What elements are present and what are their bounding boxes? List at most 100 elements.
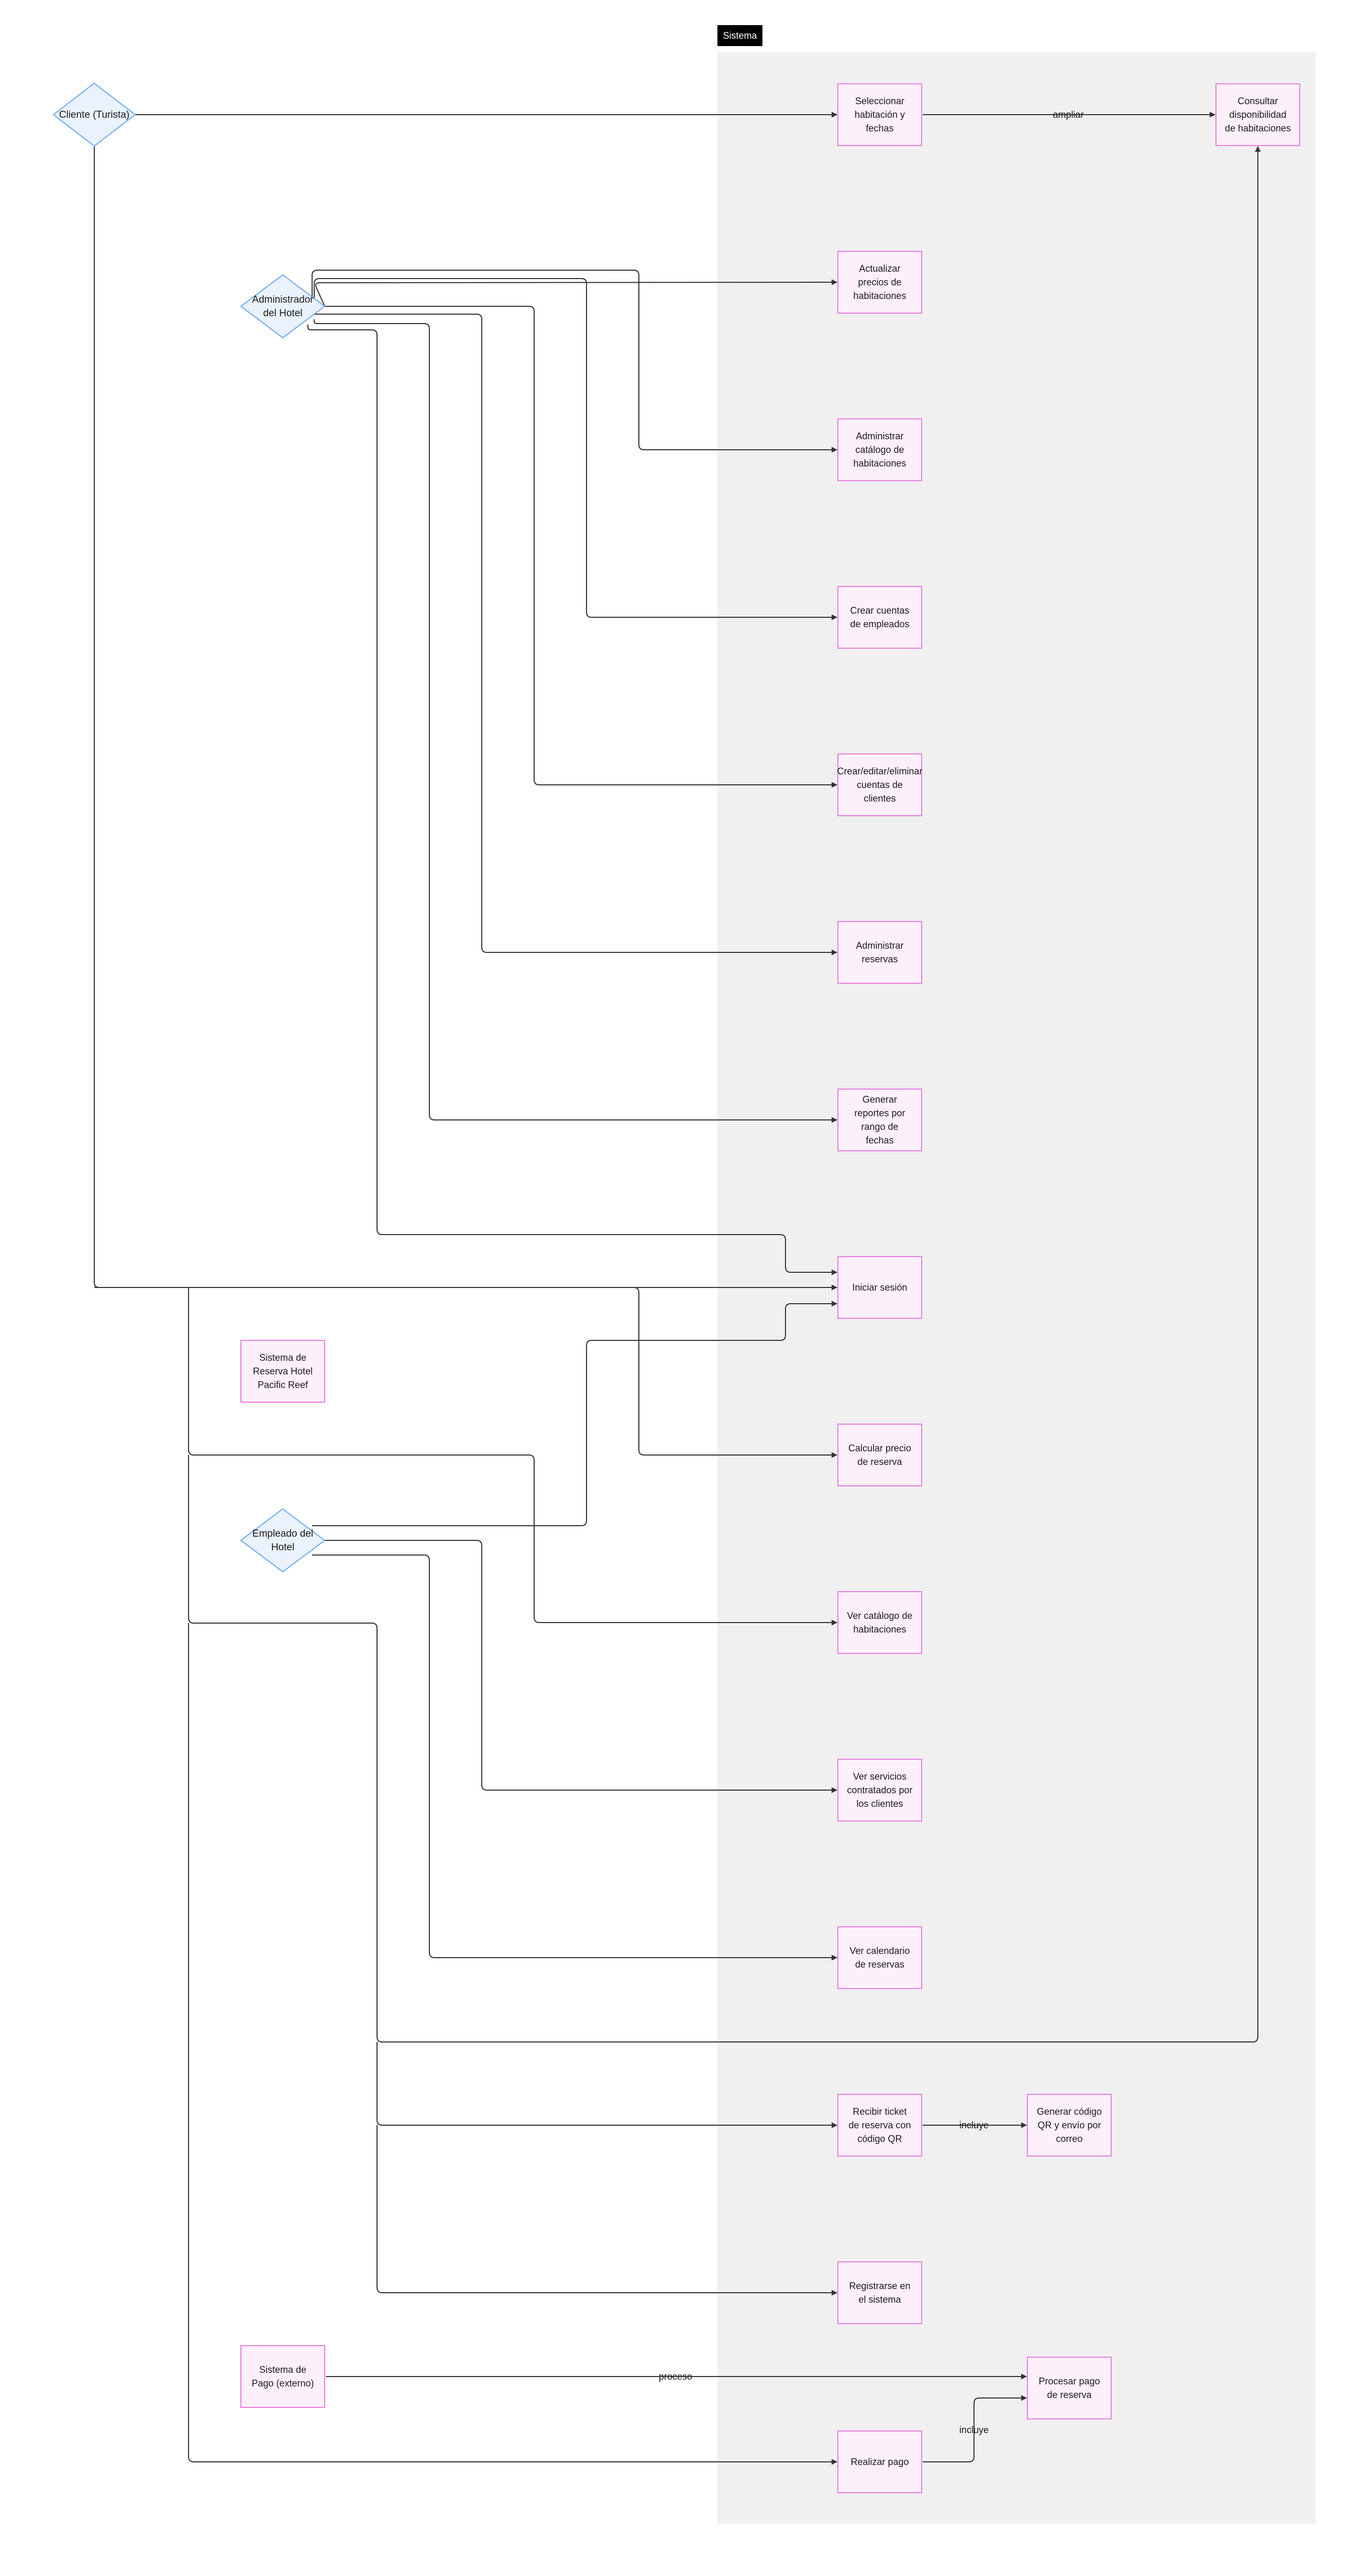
use-case-label: habitación y <box>855 109 905 120</box>
use-case-label: Procesar pago <box>1038 2376 1100 2386</box>
use-case-crear_cuentas[interactable] <box>837 586 922 649</box>
use-case-label: correo <box>1056 2134 1082 2144</box>
external-system-sis_reserva[interactable] <box>240 1340 325 1403</box>
use-case-label: Consultar <box>1237 96 1278 106</box>
edge-empleado-calendario <box>312 1555 838 1961</box>
use-case-label: de empleados <box>850 619 909 629</box>
use-case-label: habitaciones <box>853 458 906 469</box>
use-case-ticket[interactable] <box>837 2094 922 2157</box>
use-case-label: reportes por <box>854 1108 905 1118</box>
edge-admin-adm-catalogo <box>312 270 838 453</box>
use-case-label: Recibir ticket <box>853 2106 906 2117</box>
actor-label: del Hotel <box>263 308 303 319</box>
actor-label: Empleado del <box>252 1528 313 1539</box>
use-case-procesar[interactable] <box>1027 2357 1112 2419</box>
use-case-label: Administrar <box>856 431 903 441</box>
use-case-label: de reserva con <box>848 2120 911 2130</box>
actor-empleado[interactable] <box>240 1508 326 1573</box>
edge-cliente-pago <box>188 1623 838 2465</box>
use-case-label: de reserva <box>857 1457 902 1467</box>
use-case-adm_reservas[interactable] <box>837 921 922 984</box>
use-case-label: Ver calendario <box>849 1946 910 1956</box>
edge-label-incluye_qr: incluye <box>959 2120 989 2130</box>
edge-empleado-sesion <box>312 1301 838 1526</box>
use-case-label: precios de <box>858 277 901 287</box>
use-case-label: Seleccionar <box>855 96 904 106</box>
use-case-pago[interactable] <box>837 2430 922 2493</box>
use-case-label: habitaciones <box>853 291 906 301</box>
actor-cliente[interactable] <box>52 82 136 147</box>
use-case-qr[interactable] <box>1027 2094 1112 2157</box>
use-case-label: contratados por <box>847 1785 912 1795</box>
external-system-label: Pago (externo) <box>251 2378 314 2389</box>
use-case-seleccionar[interactable] <box>837 83 922 146</box>
use-case-label: reservas <box>861 954 898 964</box>
edge-label-ampliar: ampliar <box>1053 109 1083 120</box>
use-case-calcular[interactable] <box>837 1424 922 1486</box>
use-case-consultar[interactable] <box>1215 83 1300 146</box>
use-case-label: Generar <box>862 1094 897 1105</box>
use-case-reportes[interactable] <box>837 1089 922 1151</box>
use-case-ver_catalogo[interactable] <box>837 1591 922 1654</box>
edge-cliente-ver-catalogo <box>188 1287 838 1626</box>
use-case-actualizar[interactable] <box>837 251 922 314</box>
use-case-label: QR y envío por <box>1037 2120 1101 2130</box>
use-case-label: Actualizar <box>859 263 900 274</box>
edge-cliente-calcular <box>94 1287 838 1458</box>
edge-empleado-ver-servicios <box>323 1540 838 1793</box>
external-system-label: Reserva Hotel <box>253 1366 313 1376</box>
edge-admin-actualizar <box>315 279 838 307</box>
use-case-sesion[interactable] <box>837 1256 922 1319</box>
use-case-label: de reserva <box>1047 2390 1092 2400</box>
edge-cliente-ticket <box>377 2042 838 2128</box>
use-case-label: Generar código <box>1037 2106 1102 2117</box>
use-case-label: Administrar <box>856 940 903 951</box>
edge-admin-crud-clientes <box>314 306 838 788</box>
use-case-label: clientes <box>864 793 895 804</box>
external-system-label: Sistema de <box>259 1352 306 1363</box>
use-case-crud_clientes[interactable] <box>837 753 922 816</box>
edge-label-incluye_pago: incluye <box>959 2425 989 2435</box>
edge-label-proceso: proceso <box>659 2371 692 2382</box>
use-case-label: de reservas <box>855 1959 904 1970</box>
use-case-calendario[interactable] <box>837 1926 922 1989</box>
actor-label: Cliente (Turista) <box>59 109 129 120</box>
use-case-label: Calcular precio <box>848 1443 911 1453</box>
external-system-label: Sistema de <box>259 2364 306 2375</box>
use-case-label: Crear/editar/eliminar <box>837 766 922 776</box>
edge-incluye_pago <box>923 2395 1027 2462</box>
use-case-label: Registrarse en <box>849 2281 910 2291</box>
use-case-ver_servicios[interactable] <box>837 1759 922 1822</box>
use-case-label: fechas <box>866 1135 893 1146</box>
use-case-label: Realizar pago <box>850 2457 909 2467</box>
use-case-label: habitaciones <box>853 1624 906 1635</box>
edge-admin-crear-cuentas <box>314 278 838 620</box>
use-case-label: cuentas de <box>857 780 903 790</box>
use-case-registrarse[interactable] <box>837 2261 922 2324</box>
edge-cliente-consultar <box>188 146 1261 2042</box>
use-case-label: fechas <box>866 123 893 134</box>
system-title: Sistema <box>723 30 757 41</box>
use-case-label: de habitaciones <box>1225 123 1291 134</box>
edge-admin-adm-reservas <box>314 314 838 956</box>
use-case-label: disponibilidad <box>1229 109 1286 120</box>
use-case-label: los clientes <box>856 1798 903 1809</box>
use-case-label: catálogo de <box>855 445 904 455</box>
edge-admin-sesion <box>307 325 838 1275</box>
edges: ampliar incluye proceso incluye <box>94 109 1261 2465</box>
actor-admin[interactable] <box>240 274 326 339</box>
use-case-label: Iniciar sesión <box>852 1282 907 1293</box>
edge-cliente-registrarse <box>377 2125 838 2296</box>
edge-admin-reportes <box>314 319 838 1123</box>
actor-label: Hotel <box>271 1542 294 1553</box>
use-case-label: Ver catálogo de <box>847 1611 912 1621</box>
nodes: Seleccionar habitación y fechas Consultar di… <box>52 82 1300 2493</box>
use-case-label: rango de <box>861 1122 898 1132</box>
use-case-label: el sistema <box>858 2294 901 2305</box>
use-case-label: código QR <box>857 2134 902 2144</box>
use-case-label: Crear cuentas <box>850 605 909 616</box>
external-system-sis_pago[interactable] <box>240 2345 325 2408</box>
use-case-adm_catalogo[interactable] <box>837 418 922 481</box>
system-title-badge <box>717 25 762 46</box>
